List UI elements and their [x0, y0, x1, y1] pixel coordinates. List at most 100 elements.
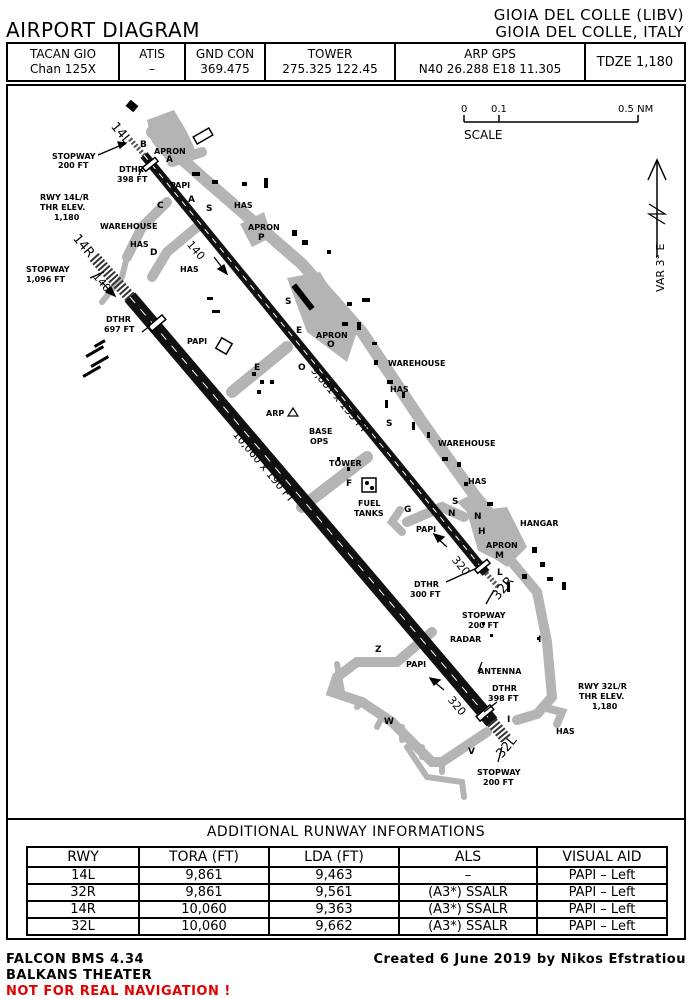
svg-text:APRON: APRON — [316, 331, 348, 340]
cell-visual-aid: PAPI – Left — [536, 883, 668, 902]
cell-lda: 9,561 — [268, 883, 400, 902]
rwy-14r-label: 14R — [69, 232, 97, 261]
svg-text:HAS: HAS — [130, 240, 149, 249]
arp-triangle-icon — [286, 406, 300, 417]
svg-text:A: A — [166, 155, 173, 165]
svg-text:ARP: ARP — [266, 409, 284, 418]
table-row: 14L 9,861 9,463 – PAPI – Left — [26, 866, 668, 885]
svg-text:697 FT: 697 FT — [104, 325, 135, 334]
svg-text:HAS: HAS — [180, 265, 199, 274]
cell-visual-aid: PAPI – Left — [536, 900, 668, 919]
scale-label-01: 0.1 — [491, 104, 507, 115]
svg-text:C: C — [157, 201, 164, 211]
cell-visual-aid: PAPI – Left — [536, 917, 668, 936]
svg-text:S: S — [285, 297, 291, 307]
table-header-row: RWY TORA (FT) LDA (FT) ALS VISUAL AID — [26, 846, 668, 868]
papi-box-14r — [214, 336, 234, 356]
svg-text:E: E — [296, 326, 302, 336]
rwy-dims-inner: 9,861 x 133 FT — [308, 364, 371, 436]
svg-text:G: G — [404, 505, 411, 515]
svg-text:O: O — [298, 363, 306, 373]
north-arrow-icon — [646, 158, 668, 257]
svg-text:APRON: APRON — [154, 147, 186, 156]
footer-credit: Created 6 June 2019 by Nikos Efstratiou — [373, 952, 686, 967]
scale-label-05: 0.5 NM — [618, 104, 653, 115]
cell-als: (A3*) SSALR — [398, 900, 538, 919]
cell-tora: 10,060 — [138, 900, 270, 919]
svg-text:S: S — [452, 497, 458, 507]
cell-tora: 9,861 — [138, 866, 270, 885]
svg-text:WAREHOUSE: WAREHOUSE — [438, 439, 496, 448]
svg-text:E: E — [254, 363, 260, 373]
page-title: AIRPORT DIAGRAM — [6, 18, 200, 42]
svg-text:DTHR: DTHR — [492, 684, 517, 693]
runway-14r-32l — [89, 252, 512, 744]
cell-visual-aid: PAPI – Left — [536, 866, 668, 885]
airport-name: GIOIA DEL COLLE (LIBV) — [493, 6, 684, 24]
cell-als: – — [398, 866, 538, 885]
svg-text:DTHR: DTHR — [106, 315, 131, 324]
col-rwy: RWY — [26, 846, 140, 868]
svg-text:Z: Z — [375, 645, 382, 655]
runway-table: RWY TORA (FT) LDA (FT) ALS VISUAL AID 14… — [26, 846, 668, 936]
scale-title: SCALE — [464, 128, 502, 142]
table-title: ADDITIONAL RUNWAY INFORMATIONS — [206, 824, 486, 840]
svg-text:RWY 14L/R: RWY 14L/R — [40, 193, 89, 202]
svg-text:H: H — [478, 527, 486, 537]
svg-text:HANGAR: HANGAR — [520, 519, 559, 528]
svg-text:APRON: APRON — [248, 223, 280, 232]
cell-rwy: 14R — [26, 900, 140, 919]
svg-text:P: P — [258, 233, 265, 243]
runway-14l-32r — [128, 137, 501, 590]
svg-text:RADAR: RADAR — [450, 635, 481, 644]
svg-text:TANKS: TANKS — [354, 509, 384, 518]
cell-rwy: 32L — [26, 917, 140, 936]
col-visual-aid: VISUAL AID — [536, 846, 668, 868]
svg-text:ANTENNA: ANTENNA — [478, 667, 522, 676]
scale-label-0: 0 — [461, 104, 467, 115]
svg-text:HAS: HAS — [234, 201, 253, 210]
svg-text:200 FT: 200 FT — [483, 778, 514, 787]
airport-diagram-svg: VAR 3° E 0 0.1 0.5 NM SCALE 14L 14R 32R … — [26, 99, 668, 800]
cell-rwy: 14L — [26, 866, 140, 885]
svg-text:200 FT: 200 FT — [468, 621, 499, 630]
footer-theater: BALKANS THEATER — [6, 968, 153, 983]
svg-text:PAPI: PAPI — [416, 525, 436, 534]
svg-text:OPS: OPS — [310, 437, 329, 446]
col-lda: LDA (FT) — [268, 846, 400, 868]
taxiway-letters: B A A S C D P S E O O E S F G S N N H M … — [140, 140, 541, 757]
svg-text:N: N — [448, 509, 456, 519]
svg-text:PAPI: PAPI — [406, 660, 426, 669]
svg-text:F: F — [346, 479, 352, 489]
svg-text:STOPWAY: STOPWAY — [477, 768, 521, 777]
tdze: TDZE 1,180 — [596, 55, 674, 70]
svg-text:STOPWAY: STOPWAY — [462, 611, 506, 620]
svg-text:A: A — [188, 195, 195, 205]
freq-atis: ATIS– — [120, 44, 186, 80]
table-row: 32L 10,060 9,662 (A3*) SSALR PAPI – Left — [26, 917, 668, 936]
svg-text:W: W — [384, 717, 394, 727]
scale-bar — [463, 115, 639, 123]
svg-text:PAPI: PAPI — [170, 181, 190, 190]
footer-warning: NOT FOR REAL NAVIGATION ! — [6, 984, 231, 999]
airport-map: VAR 3° E 0 0.1 0.5 NM SCALE 14L 14R 32R … — [6, 84, 686, 820]
airport-location: GIOIA DEL COLLE, ITALY — [495, 23, 684, 41]
svg-text:1,180: 1,180 — [592, 702, 618, 711]
table-row: 32R 9,861 9,561 (A3*) SSALR PAPI – Left — [26, 883, 668, 902]
svg-text:DTHR: DTHR — [119, 165, 144, 174]
svg-text:FUEL: FUEL — [358, 499, 381, 508]
runway-info-section: ADDITIONAL RUNWAY INFORMATIONS RWY TORA … — [6, 818, 686, 940]
var-label: VAR 3° E — [654, 244, 667, 292]
svg-text:L: L — [497, 568, 503, 578]
svg-text:WAREHOUSE: WAREHOUSE — [100, 222, 158, 231]
svg-text:STOPWAY: STOPWAY — [52, 152, 96, 161]
svg-text:I: I — [538, 635, 541, 645]
svg-text:BASE: BASE — [309, 427, 333, 436]
footer-sim: FALCON BMS 4.34 — [6, 952, 145, 967]
svg-text:N: N — [474, 512, 482, 522]
svg-text:398 FT: 398 FT — [488, 694, 519, 703]
